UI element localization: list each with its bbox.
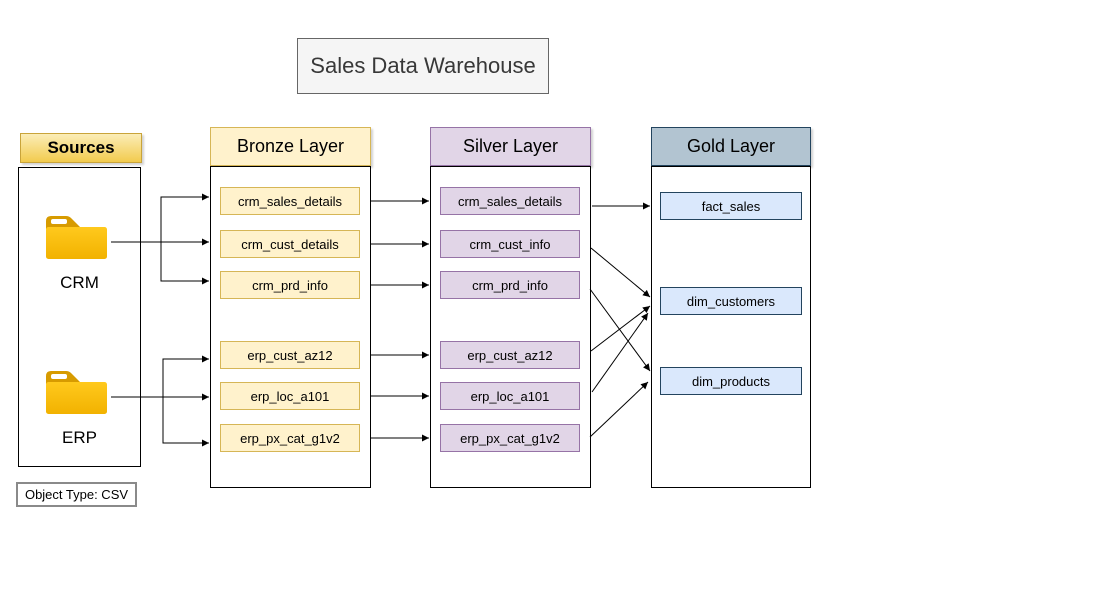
bronze-table-erp_loc_a101: erp_loc_a101 [220,382,360,410]
bronze-table-erp_cust_az12: erp_cust_az12 [220,341,360,369]
folder-icon [45,369,108,415]
gold-table-dim_customers: dim_customers [660,287,802,315]
object-type-note: Object Type: CSV [16,482,137,507]
silver-table-erp_loc_a101: erp_loc_a101 [440,382,580,410]
arrow-crm-to-crm_prd_info [160,242,209,285]
diagram-title: Sales Data Warehouse [297,38,549,94]
arrow-erp_cust_az12-to-dim_customers [590,305,651,352]
arrow-crm_prd_info-to-dim_products [589,288,651,372]
gold-table-fact_sales: fact_sales [660,192,802,220]
gold-table-dim_products: dim_products [660,367,802,395]
silver-layer-header: Silver Layer [430,127,591,166]
folder-icon [45,214,108,260]
sources-header: Sources [20,133,142,163]
arrow-erp-to-erp_px_cat_g1v2 [162,397,209,447]
source-label-crm: CRM [60,273,99,292]
arrow-erp_px_cat_g1v2-to-dim_products [589,381,649,438]
silver-table-crm_sales_details: crm_sales_details [440,187,580,215]
arrow-erp_loc_a101-to-dim_customers [591,312,649,393]
silver-table-crm_cust_info: crm_cust_info [440,230,580,258]
bronze-table-crm_cust_details: crm_cust_details [220,230,360,258]
sources-container [18,167,141,467]
bronze-layer-header: Bronze Layer [210,127,371,166]
bronze-table-erp_px_cat_g1v2: erp_px_cat_g1v2 [220,424,360,452]
source-label-erp: ERP [62,428,97,447]
silver-table-erp_px_cat_g1v2: erp_px_cat_g1v2 [440,424,580,452]
arrow-crm-to-crm_sales_details [160,193,209,242]
bronze-table-crm_sales_details: crm_sales_details [220,187,360,215]
silver-table-crm_prd_info: crm_prd_info [440,271,580,299]
arrow-crm_cust_info-to-dim_customers [590,247,651,298]
silver-table-erp_cust_az12: erp_cust_az12 [440,341,580,369]
bronze-table-crm_prd_info: crm_prd_info [220,271,360,299]
gold-layer-header: Gold Layer [651,127,811,166]
arrow-erp-to-erp_cust_az12 [162,355,209,397]
